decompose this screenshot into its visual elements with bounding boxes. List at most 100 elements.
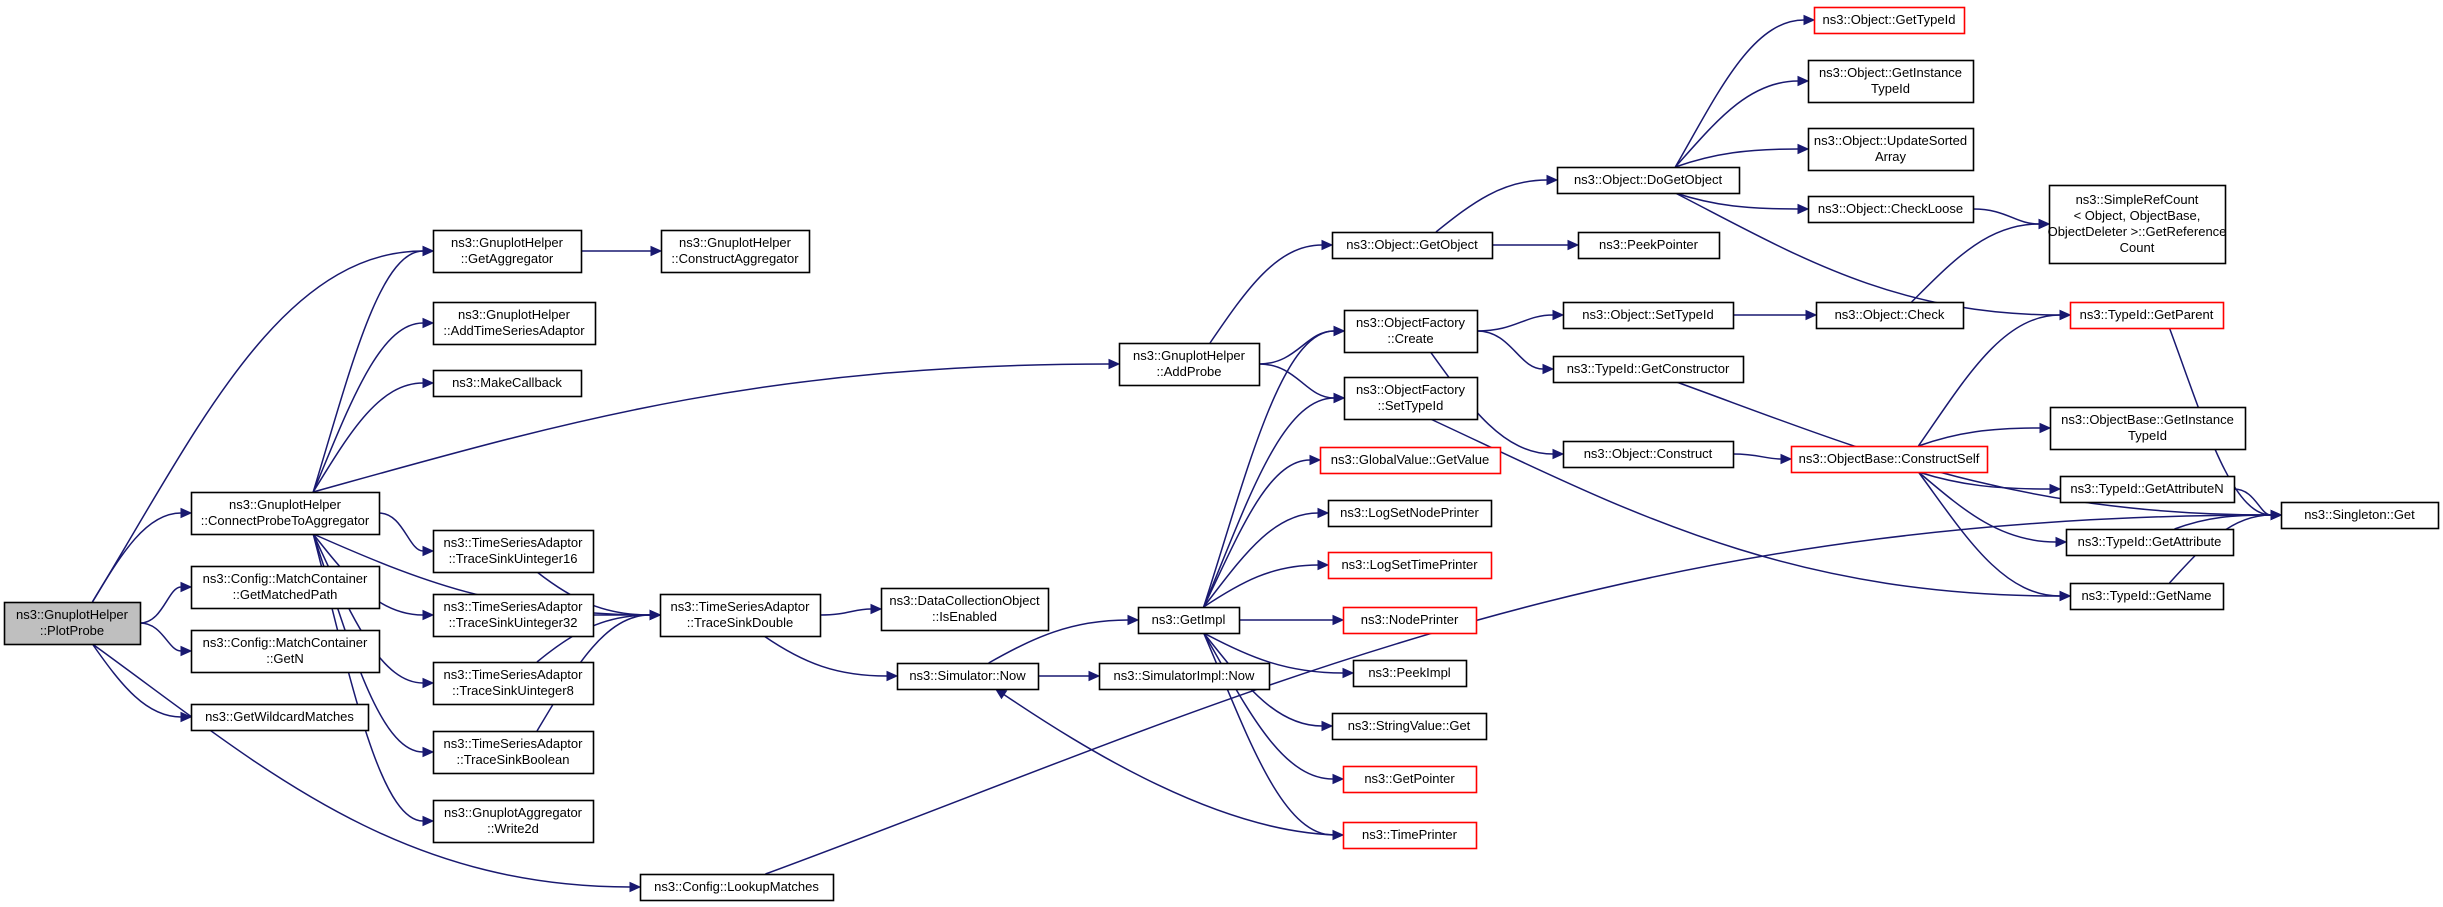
node-ofsettypeid[interactable]: ns3::ObjectFactory::SetTypeId [1343,376,1479,421]
node-box [1343,309,1479,354]
node-objsettypeid[interactable]: ns3::Object::SetTypeId [1562,301,1735,330]
node-logsetnodeprinter[interactable]: ns3::LogSetNodePrinter [1327,499,1493,528]
node-objcheckloose[interactable]: ns3::Object::CheckLoose [1807,195,1975,224]
node-box [2069,582,2225,611]
edge-arrowhead [1333,325,1346,337]
node-objconstruct[interactable]: ns3::Object::Construct [1562,440,1735,469]
node-box [1331,712,1488,741]
node-objcheck[interactable]: ns3::Object::Check [1815,301,1965,330]
node-tidgetattributen[interactable]: ns3::TypeId::GetAttributeN [2059,475,2236,504]
node-label: ns3::Config::MatchContainer [203,635,368,650]
node-box [1562,301,1735,330]
edge-arrowhead [180,581,193,593]
node-box [432,529,595,574]
node-getaggregator[interactable]: ns3::GnuplotHelper::GetAggregator [432,229,583,274]
edge-connectprobe-to-makecallback [312,382,424,493]
node-plotprobe[interactable]: ns3::GnuplotHelper::PlotProbe [3,601,142,646]
edge-arrowhead [1332,773,1345,785]
node-tidgetname[interactable]: ns3::TypeId::GetName [2069,582,2225,611]
node-tsbool[interactable]: ns3::TimeSeriesAdaptor::TraceSinkBoolean [432,730,595,775]
node-logsettimeprinter[interactable]: ns3::LogSetTimePrinter [1327,551,1493,580]
node-write2d[interactable]: ns3::GnuplotAggregator::Write2d [432,799,595,844]
node-label: ns3::GetWildcardMatches [205,709,354,724]
edge-obconstructself-to-tidgetattribute [1917,471,2057,543]
node-tidgetattribute[interactable]: ns3::TypeId::GetAttribute [2065,528,2235,557]
node-box [1352,659,1468,688]
node-box [1327,499,1493,528]
node-stringvalueget[interactable]: ns3::StringValue::Get [1331,712,1488,741]
node-peekimpl[interactable]: ns3::PeekImpl [1352,659,1468,688]
edge-arrowhead [422,317,435,329]
node-singletonget[interactable]: ns3::Singleton::Get [2280,501,2440,530]
edge-arrowhead [1797,75,1810,87]
node-simplerefcount[interactable]: ns3::SimpleRefCount< Object, ObjectBase,… [2048,184,2227,265]
edge-getimpl-to-ofsettypeid [1202,397,1335,608]
edge-dogetobject-to-objupdatesortedarray [1675,148,1799,168]
node-gvgetvalue[interactable]: ns3::GlobalValue::GetValue [1319,446,1502,475]
node-nodeprinter[interactable]: ns3::NodePrinter [1342,606,1478,635]
node-label: Array [1875,149,1907,164]
node-tsdouble[interactable]: ns3::TimeSeriesAdaptor::TraceSinkDouble [659,593,822,638]
node-lookupmatches[interactable]: ns3::Config::LookupMatches [639,873,835,902]
node-tsu16[interactable]: ns3::TimeSeriesAdaptor::TraceSinkUintege… [432,529,595,574]
node-addprobe[interactable]: ns3::GnuplotHelper::AddProbe [1118,342,1261,387]
node-label: ::ConnectProbeToAggregator [201,513,370,528]
node-getpointer[interactable]: ns3::GetPointer [1342,765,1478,794]
node-box [1319,446,1502,475]
node-label: ns3::PeekImpl [1368,665,1450,680]
edge-arrowhead [2270,509,2283,521]
node-getwildcardmatches[interactable]: ns3::GetWildcardMatches [190,703,370,732]
node-box [1577,231,1721,260]
node-label: ::Write2d [487,821,539,836]
node-tidgetconstructor[interactable]: ns3::TypeId::GetConstructor [1552,355,1745,384]
node-connectprobe[interactable]: ns3::GnuplotHelper::ConnectProbeToAggreg… [190,491,381,536]
node-getn[interactable]: ns3::Config::MatchContainer::GetN [190,629,381,674]
edge-arrowhead [422,609,435,621]
node-objgettypeid[interactable]: ns3::Object::GetTypeId [1813,6,1966,35]
node-box [1813,6,1966,35]
edge-obconstructself-to-obgetinstancetypeid [1918,427,2041,447]
edge-ofsettypeid-to-tidgetname [1430,418,2061,597]
node-peekpointer[interactable]: ns3::PeekPointer [1577,231,1721,260]
node-tsu32[interactable]: ns3::TimeSeriesAdaptor::TraceSinkUintege… [432,593,595,638]
node-label: ns3::TypeId::GetConstructor [1567,361,1730,376]
node-label: ns3::Object::CheckLoose [1818,201,1963,216]
node-objgetobject[interactable]: ns3::Object::GetObject [1331,231,1494,260]
edge-arrowhead [422,815,435,827]
edge-tidgetparent-to-singletonget [2168,327,2272,516]
node-label: ns3::Simulator::Now [909,668,1026,683]
node-getimpl[interactable]: ns3::GetImpl [1137,606,1241,635]
node-label: ns3::ObjectFactory [1356,382,1466,397]
edge-lookupmatches-to-singletonget [765,514,2272,875]
node-simnow[interactable]: ns3::Simulator::Now [896,662,1040,691]
node-label: TypeId [1871,81,1910,96]
edge-plotprobe-to-getaggregator [91,250,424,603]
node-tsu8[interactable]: ns3::TimeSeriesAdaptor::TraceSinkUintege… [432,661,595,706]
node-makecallback[interactable]: ns3::MakeCallback [432,369,583,398]
node-box [2069,301,2225,330]
node-getmatchedpath[interactable]: ns3::Config::MatchContainer::GetMatchedP… [190,565,381,610]
node-constructaggregator[interactable]: ns3::GnuplotHelper::ConstructAggregator [660,229,811,274]
node-simimplnow[interactable]: ns3::SimulatorImpl::Now [1098,662,1271,691]
edge-plotprobe-to-lookupmatches [91,643,631,888]
node-box [432,593,595,638]
edge-arrowhead [422,245,435,257]
node-timeprinter[interactable]: ns3::TimePrinter [1342,821,1478,850]
edge-arrowhead [1321,720,1334,732]
node-label: ::PlotProbe [40,623,104,638]
node-label: ns3::Object::GetObject [1346,237,1478,252]
edge-arrowhead [1332,614,1345,626]
node-obconstructself[interactable]: ns3::ObjectBase::ConstructSelf [1790,445,1989,474]
node-isenabled[interactable]: ns3::DataCollectionObject::IsEnabled [880,587,1050,632]
node-box [2280,501,2440,530]
node-label: ns3::GnuplotHelper [229,497,342,512]
node-tidgetparent[interactable]: ns3::TypeId::GetParent [2069,301,2225,330]
node-label: ns3::ObjectBase::GetInstance [2061,412,2234,427]
node-ofcreate[interactable]: ns3::ObjectFactory::Create [1343,309,1479,354]
edge-arrowhead [1803,14,1816,26]
node-dogetobject[interactable]: ns3::Object::DoGetObject [1556,166,1741,195]
node-addtimeseriesadaptor[interactable]: ns3::GnuplotHelper::AddTimeSeriesAdaptor [432,301,597,346]
